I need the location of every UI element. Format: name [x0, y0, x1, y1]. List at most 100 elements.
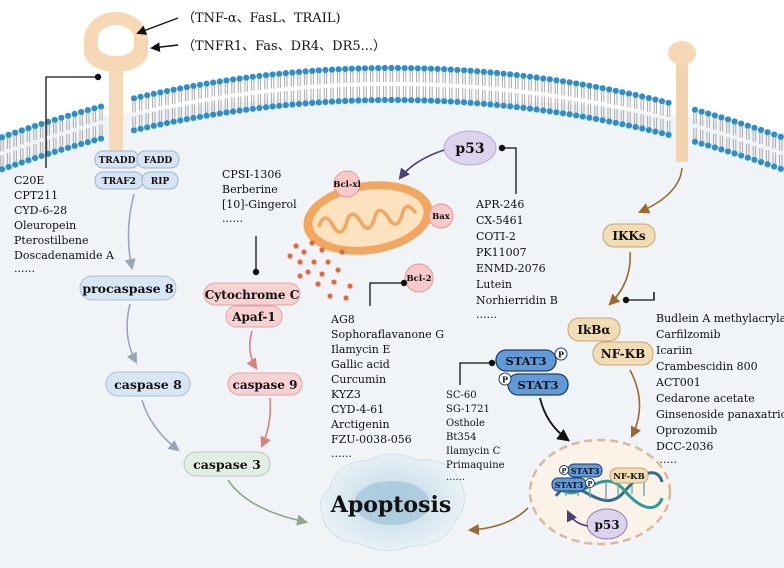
arrow-caspase8-to-caspase3: [141, 399, 180, 452]
compound-item: ......: [476, 308, 497, 321]
bax-node: Bax: [432, 212, 451, 222]
compound-item: Curcumin: [331, 373, 386, 386]
nucleus-phospho-badge: P: [588, 480, 593, 488]
compound-item: Ilamycin E: [331, 343, 390, 356]
compound-item: CPSI-1306: [222, 168, 281, 181]
arrow-disc-to-procaspase8: [124, 193, 136, 271]
stat3-inhibitor-line: [459, 362, 490, 385]
compound-item: Ilamycin C: [446, 446, 501, 457]
compound-item: AG8: [330, 313, 355, 326]
nfkb-compounds: Budlein A methylacrylate Carfilzomib Ica…: [655, 312, 784, 466]
p53-node: p53: [455, 141, 484, 157]
compound-item: Berberine: [222, 183, 278, 196]
compound-item: Bt354: [446, 432, 476, 443]
compound-item: CYD-6-28: [14, 204, 67, 217]
nucleus: STAT3 P STAT3 P NF-KB p53: [528, 438, 672, 546]
compound-item: Osthole: [446, 418, 485, 429]
arrow-p53-to-mitochondrion: [398, 149, 445, 180]
receptors-label: （TNFR1、Fas、DR4、DR5...）: [182, 39, 386, 54]
compound-item: APR-246: [475, 198, 524, 211]
compound-item: SC-60: [446, 390, 477, 401]
compound-item: SG-1721: [446, 404, 490, 415]
fadd-label: FADD: [144, 156, 173, 166]
arrow-caspase3-to-apoptosis: [227, 479, 309, 526]
bcl2-inhibitor-line: [369, 282, 402, 306]
compound-item: Oleuropein: [14, 219, 76, 232]
death-receptor: [84, 12, 148, 154]
compound-item: Sophoraflavanone G: [331, 328, 444, 341]
apaf1-node: Apaf-1: [231, 310, 276, 324]
compound-item: DCC-2036: [656, 440, 713, 453]
stat3-node-top: STAT3: [505, 354, 546, 368]
phospho-badge: P: [502, 375, 508, 385]
cell-membrane: [0, 64, 784, 173]
ligands-label: （TNF-α、FasL、TRAIL): [182, 11, 341, 26]
bcl2-node: Bcl-2: [406, 274, 431, 284]
apoptosis-cell: Apoptosis: [319, 453, 465, 551]
compound-item: C20E: [14, 174, 44, 187]
nucleus-nfkb: NF-KB: [613, 472, 645, 482]
compound-item: ......: [656, 453, 677, 466]
phospho-badge: P: [558, 350, 564, 360]
nucleus-stat3-top: STAT3: [571, 466, 600, 476]
arrow-receptor-to-ikks: [637, 167, 683, 214]
ikba-node: IkBα: [577, 323, 610, 337]
caspase3-node: caspase 3: [193, 457, 261, 472]
cytochrome-compounds: CPSI-1306 Berberine [10]-Gingerol ......: [222, 168, 300, 225]
p53-compounds: APR-246 CX-5461 COTI-2 PK11007 ENMD-2076…: [475, 198, 561, 321]
arrow-apaf1-to-caspase9: [246, 330, 258, 370]
compound-item: PK11007: [476, 246, 527, 259]
bcl2-compounds: AG8 Sophoraflavanone G Ilamycin E Gallic…: [330, 313, 447, 460]
death-receptor-compounds: C20E CPT211 CYD-6-28 Oleuropein Pterosti…: [14, 174, 117, 275]
arrow-stat3-to-nucleus: [539, 397, 571, 442]
nucleus-phospho-badge: P: [562, 467, 567, 475]
compound-item: Crambescidin 800: [656, 360, 758, 373]
rip-label: RIP: [151, 177, 170, 187]
compound-item: ......: [331, 447, 352, 460]
ikks-node: IKKs: [612, 229, 645, 243]
compound-item: Carfilzomib: [656, 328, 721, 341]
cytochrome-c-node: Cytochrome C: [205, 288, 300, 302]
arrow-nfkb-to-nucleus: [629, 369, 642, 439]
cytochrome-release-dots: [287, 240, 353, 301]
nucleus-p53: p53: [594, 518, 619, 532]
compound-item: ENMD-2076: [476, 262, 546, 275]
receptor-arrow: [150, 42, 179, 52]
traf2-label: TRAF2: [102, 177, 136, 187]
nfkb-node: NF-KB: [601, 347, 646, 361]
compound-item: Arctigenin: [330, 418, 390, 431]
compound-item: Norhierridin B: [476, 294, 558, 307]
compound-item: CX-5461: [476, 214, 524, 227]
compound-item: Doscadenamide A: [14, 249, 115, 262]
disc-complex: TRADD FADD TRAF2 RIP: [94, 150, 180, 190]
compound-item: COTI-2: [476, 230, 516, 243]
death-receptor-inhibitor-line: [45, 76, 96, 168]
arrow-caspase9-to-caspase3: [260, 397, 272, 449]
nucleus-stat3-bottom: STAT3: [555, 480, 584, 490]
compound-item: Primaquine: [446, 460, 505, 471]
caspase8-node: caspase 8: [114, 377, 182, 392]
stat3-node-bottom: STAT3: [517, 378, 558, 392]
compound-item: FZU-0038-056: [331, 433, 412, 446]
tnf-receptor-right: [668, 41, 696, 162]
compound-item: Ginsenoside panaxatriol: [656, 408, 784, 421]
compound-item: CYD-4-61: [331, 403, 384, 416]
p53-inhibitor-line: [504, 147, 517, 194]
compound-item: ......: [446, 472, 465, 483]
procaspase8-node: procaspase 8: [82, 281, 174, 296]
ligand-arrow: [136, 17, 179, 35]
compound-item: CPT211: [14, 189, 58, 202]
tradd-label: TRADD: [99, 156, 136, 166]
compound-item: KYZ3: [331, 388, 361, 401]
compound-item: Budlein A methylacrylate: [656, 312, 784, 325]
arrow-procaspase8-to-caspase8: [126, 303, 138, 364]
compound-item: Lutein: [476, 278, 512, 291]
bclxl-node: Bcl-xl: [333, 180, 361, 190]
arrow-ikks-to-ikba: [608, 251, 631, 306]
apoptosis-label: Apoptosis: [330, 492, 451, 518]
compound-item: Oprozomib: [656, 424, 717, 437]
caspase9-node: caspase 9: [233, 378, 298, 392]
compound-item: Pterostilbene: [14, 234, 88, 247]
compound-item: ......: [222, 212, 243, 225]
